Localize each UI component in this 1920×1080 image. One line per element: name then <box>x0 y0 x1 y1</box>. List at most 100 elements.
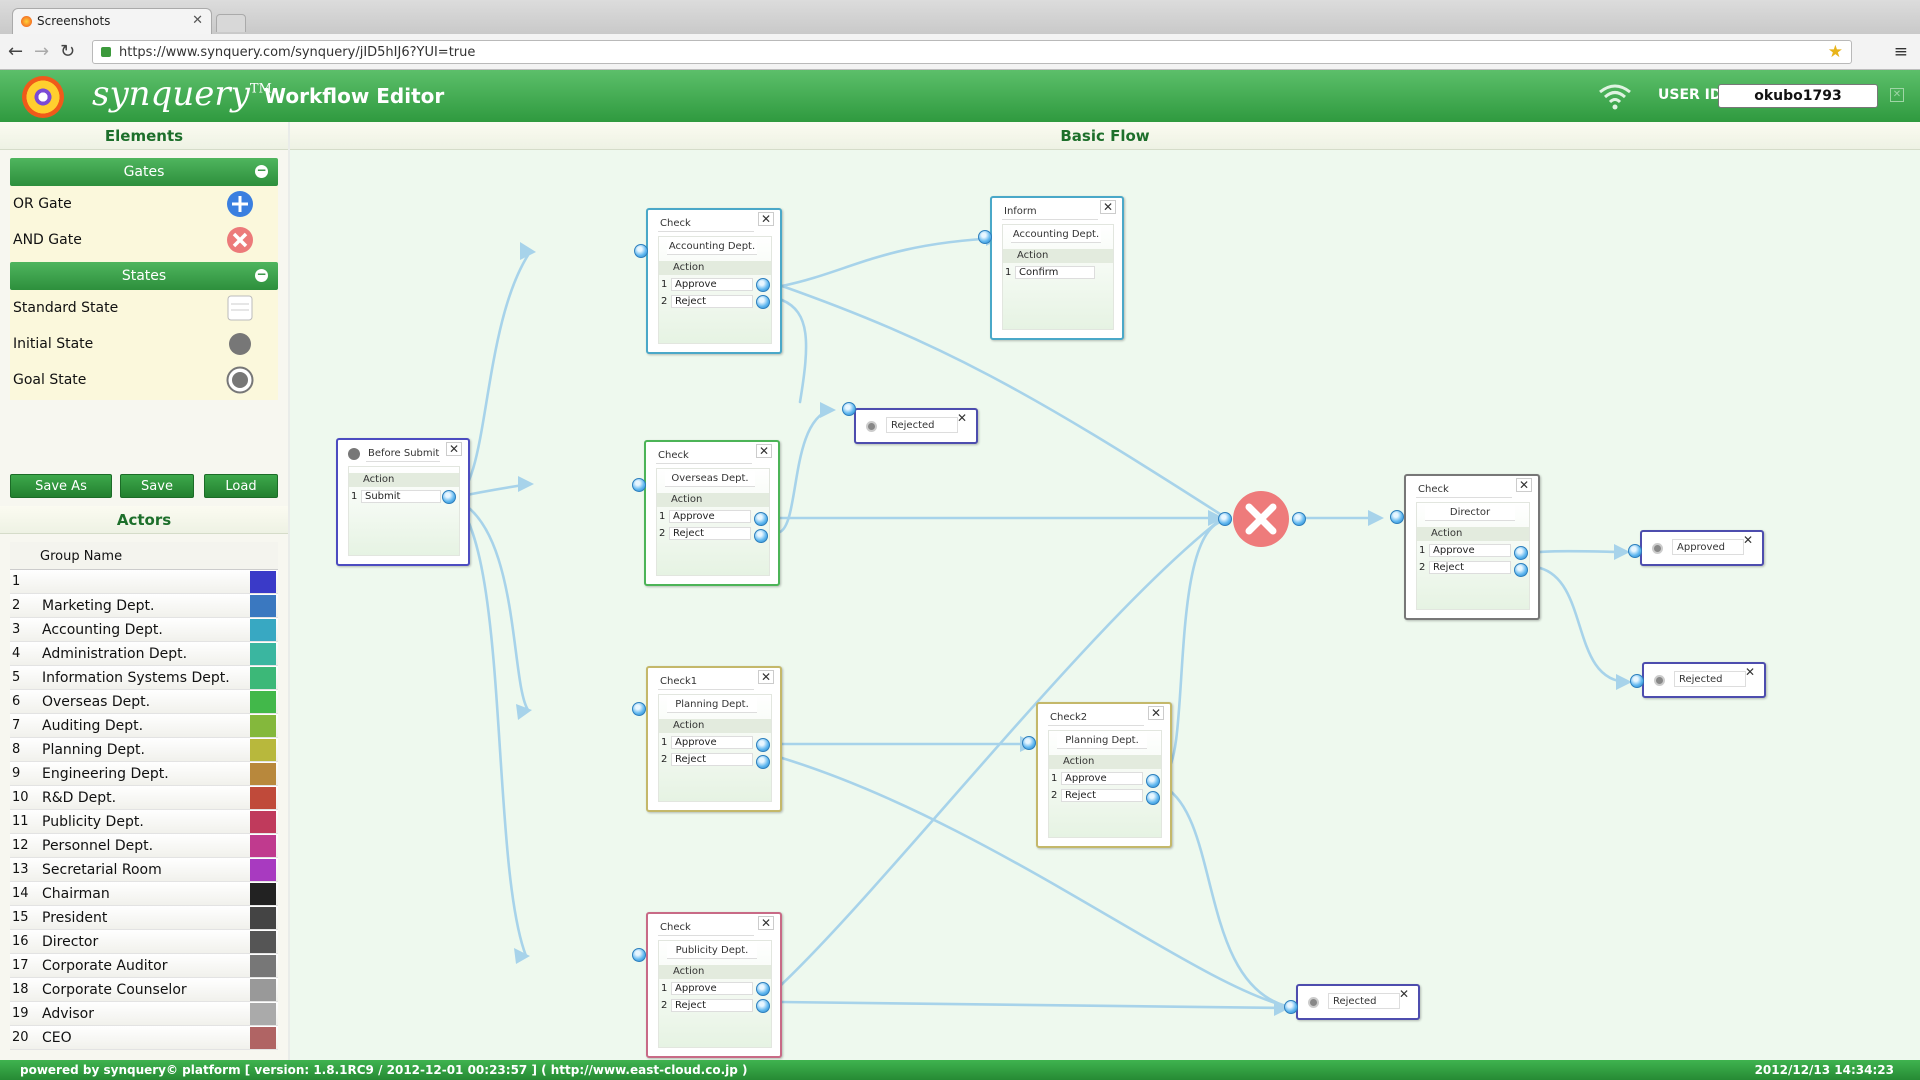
actor-color-swatch[interactable] <box>250 715 276 737</box>
bookmark-star-icon[interactable]: ★ <box>1827 42 1843 62</box>
input-port-icon[interactable] <box>1630 674 1644 688</box>
action-port-icon[interactable] <box>756 278 770 292</box>
element-standard-state[interactable]: Standard State <box>10 290 278 326</box>
initial-state-icon[interactable] <box>226 330 254 358</box>
actor-color-swatch[interactable] <box>250 643 276 665</box>
actor-color-swatch[interactable] <box>250 763 276 785</box>
actor-color-swatch[interactable] <box>250 1003 276 1025</box>
delete-node-icon[interactable]: ✕ <box>1516 478 1532 492</box>
save-button[interactable]: Save <box>120 474 194 498</box>
delete-node-icon[interactable]: ✕ <box>758 916 774 930</box>
actor-color-swatch[interactable] <box>250 787 276 809</box>
load-button[interactable]: Load <box>204 474 278 498</box>
input-port-icon[interactable] <box>634 244 648 258</box>
gate-input-port-icon[interactable] <box>1218 512 1232 526</box>
element-initial-state[interactable]: Initial State <box>10 326 278 362</box>
input-port-icon[interactable] <box>632 948 646 962</box>
delete-node-icon[interactable]: ✕ <box>1148 706 1164 720</box>
back-icon[interactable]: ← <box>8 41 24 62</box>
action-port-icon[interactable] <box>756 982 770 996</box>
delete-node-icon[interactable]: ✕ <box>1100 200 1116 214</box>
or-gate-icon[interactable] <box>226 190 254 218</box>
actor-color-swatch[interactable] <box>250 571 276 593</box>
close-tab-icon[interactable]: ✕ <box>192 13 203 28</box>
actor-color-swatch[interactable] <box>250 811 276 833</box>
action-port-icon[interactable] <box>1514 546 1528 560</box>
delete-node-icon[interactable]: ✕ <box>956 411 968 425</box>
gates-group-header[interactable]: Gates − <box>10 158 278 186</box>
input-port-icon[interactable] <box>1390 510 1404 524</box>
delete-node-icon[interactable]: ✕ <box>758 212 774 226</box>
delete-node-icon[interactable]: ✕ <box>1398 987 1410 1001</box>
actor-color-swatch[interactable] <box>250 859 276 881</box>
action-port-icon[interactable] <box>756 755 770 769</box>
input-port-icon[interactable] <box>1628 544 1642 558</box>
collapse-states-icon[interactable]: − <box>255 267 268 282</box>
actor-color-swatch[interactable] <box>250 691 276 713</box>
actor-color-swatch[interactable] <box>250 667 276 689</box>
input-port-icon[interactable] <box>632 702 646 716</box>
actor-color-swatch[interactable] <box>250 955 276 977</box>
actor-color-swatch[interactable] <box>250 619 276 641</box>
actor-color-swatch[interactable] <box>250 979 276 1001</box>
action-port-icon[interactable] <box>1146 791 1160 805</box>
input-port-icon[interactable] <box>632 478 646 492</box>
header-close-icon[interactable]: ✕ <box>1890 88 1904 102</box>
actor-row[interactable]: 1 <box>10 570 278 594</box>
input-port-icon[interactable] <box>1284 1000 1298 1014</box>
workflow-canvas[interactable]: Basic Flow <box>290 122 1920 1060</box>
actor-color-swatch[interactable] <box>250 1027 276 1049</box>
collapse-gates-icon[interactable]: − <box>255 163 268 178</box>
action-port-icon[interactable] <box>1146 774 1160 788</box>
action-port-icon[interactable] <box>754 529 768 543</box>
input-port-icon[interactable] <box>1022 736 1036 750</box>
action-port-icon[interactable] <box>442 490 456 504</box>
delete-node-icon[interactable]: ✕ <box>446 442 462 456</box>
gate-output-port-icon[interactable] <box>1292 512 1306 526</box>
browser-tab[interactable]: Screenshots ✕ <box>12 8 212 34</box>
and-gate-icon[interactable] <box>226 226 254 254</box>
states-group-header[interactable]: States − <box>10 262 278 290</box>
element-and-gate[interactable]: AND Gate <box>10 222 278 258</box>
input-port-icon[interactable] <box>978 230 992 244</box>
action-port-icon[interactable] <box>1514 563 1528 577</box>
actor-color-swatch[interactable] <box>250 835 276 857</box>
delete-node-icon[interactable]: ✕ <box>756 444 772 458</box>
standard-state-icon[interactable] <box>226 294 254 322</box>
goal-rejected-bottom[interactable]: Rejected ✕ <box>1296 984 1420 1020</box>
element-or-gate[interactable]: OR Gate <box>10 186 278 222</box>
goal-approved[interactable]: Approved ✕ <box>1640 530 1764 566</box>
forward-icon[interactable]: → <box>34 41 50 62</box>
action-port-icon[interactable] <box>756 295 770 309</box>
